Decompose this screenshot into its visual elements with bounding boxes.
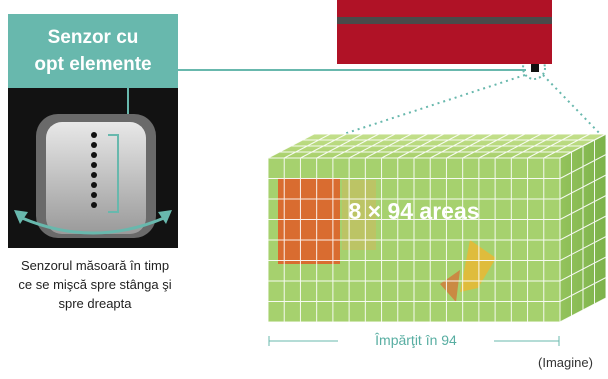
sensor-label-line2: opt elemente [34, 54, 152, 75]
heat-spot-hot [278, 178, 340, 264]
sweep-arrow-left-head [14, 210, 28, 224]
air-conditioner-stripe [337, 17, 552, 24]
sensor-label-box: Senzor cu opt elemente [8, 14, 178, 88]
sensor-elements [91, 132, 97, 208]
grid-lines [267, 133, 607, 323]
sensor-photo [8, 88, 178, 248]
elements-bracket [108, 134, 119, 213]
air-conditioner-unit [337, 0, 552, 64]
heat-spot-person [460, 240, 496, 292]
sensor-description-line3: spre dreapta [58, 296, 132, 311]
image-note: (Imagine) [538, 355, 593, 370]
sensor-lens [46, 122, 146, 234]
heat-spot-small [440, 270, 460, 302]
sensor-description-line1: Senzorul măsoară în timp [20, 258, 170, 273]
sweep-arrow [21, 216, 165, 235]
sensor-description-line2: ce se mişcă spre stânga şi [18, 277, 172, 292]
sensor-description: Senzorul măsoară în timp ce se mişcă spr… [0, 256, 190, 313]
sensor-illustration [14, 88, 172, 238]
sweep-arrow-right-head [158, 210, 172, 224]
grid-areas-title: 8 × 94 areas [348, 198, 480, 224]
heat-spot-warm-left [342, 180, 376, 250]
heatmap-grid-block [267, 133, 607, 323]
air-conditioner-sensor [531, 64, 539, 72]
divided-label: Împărţit în 94 [338, 332, 494, 348]
sensor-label-line1: Senzor cu [47, 27, 139, 48]
